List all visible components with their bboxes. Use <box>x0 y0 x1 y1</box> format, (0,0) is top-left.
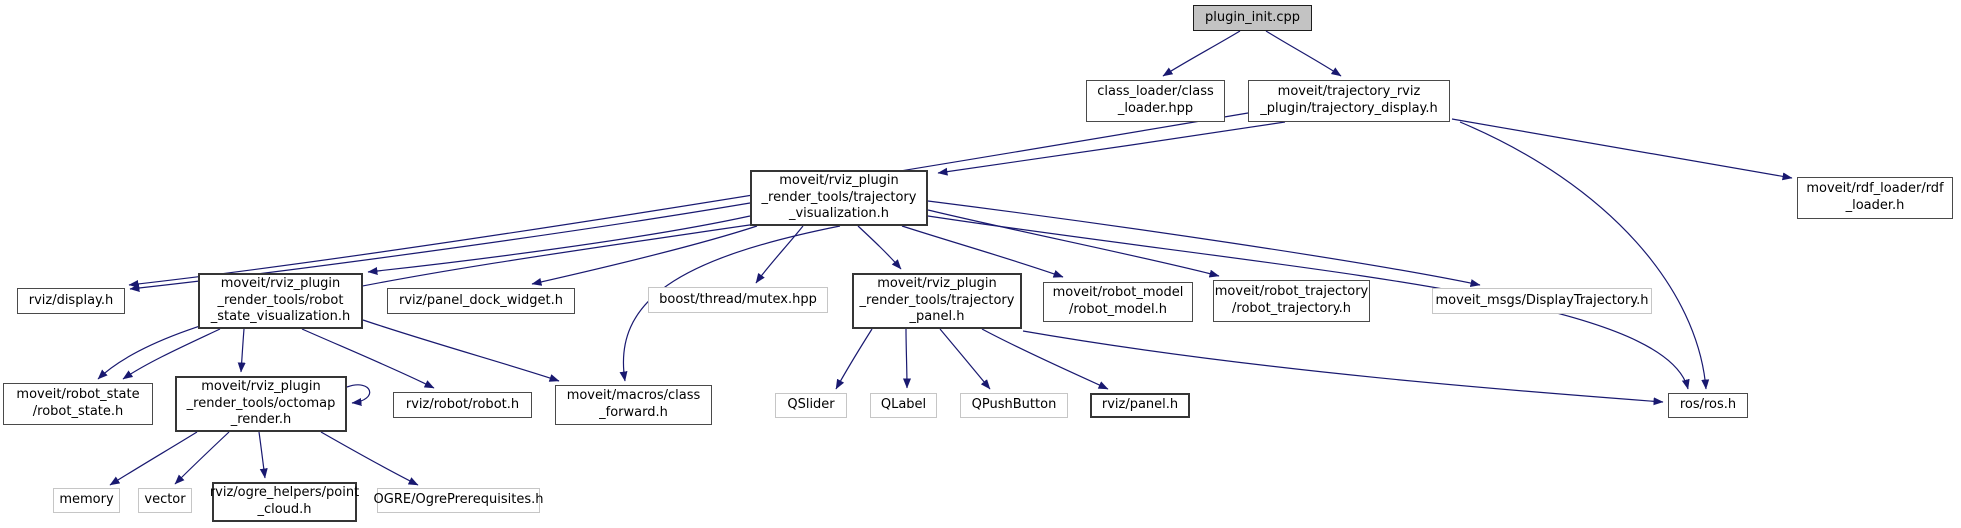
edge-traj_vis-to-class_forward <box>619 225 841 382</box>
edge-traj_panel-to-qlabel <box>902 328 911 389</box>
edge-rsv-to-rviz_robot <box>301 328 435 389</box>
node-traj-panel[interactable]: moveit/rviz_plugin _render_tools/traject… <box>852 273 1022 329</box>
node-class-loader[interactable]: class_loader/class _loader.hpp <box>1086 80 1225 122</box>
node-rsv[interactable]: moveit/rviz_plugin _render_tools/robot _… <box>198 273 363 329</box>
edge-traj_display-to-rdf_loader <box>1451 118 1793 181</box>
edge-plugin_init-to-traj_display <box>1265 30 1342 77</box>
edge-traj_panel-to-qslider <box>835 328 873 390</box>
node-ros[interactable]: ros/ros.h <box>1668 393 1748 418</box>
edge-traj_panel-to-qpushbutton <box>939 328 991 390</box>
edge-octomap-to-ogre <box>320 431 419 486</box>
node-robot-traj[interactable]: moveit/robot_trajectory /robot_trajector… <box>1213 280 1370 322</box>
node-qlabel: QLabel <box>870 393 937 418</box>
node-robot-state[interactable]: moveit/robot_state /robot_state.h <box>3 383 153 425</box>
node-mutex: boost/thread/mutex.hpp <box>648 287 828 313</box>
node-rviz-robot[interactable]: rviz/robot/robot.h <box>393 392 532 418</box>
edge-rsv-to-robot_state <box>122 328 221 380</box>
node-robot-model[interactable]: moveit/robot_model /robot_model.h <box>1043 282 1193 322</box>
node-rviz-display[interactable]: rviz/display.h <box>17 288 125 314</box>
edge-traj_vis-to-panel_dock <box>531 225 758 286</box>
edge-octomap-to-vector <box>174 431 230 485</box>
node-display-traj-msg: moveit_msgs/DisplayTrajectory.h <box>1432 288 1652 314</box>
node-octomap[interactable]: moveit/rviz_plugin _render_tools/octomap… <box>175 376 347 432</box>
edge-rsv-to-class_forward <box>362 319 560 382</box>
edge-traj_vis-to-traj_panel <box>857 225 902 270</box>
edge-traj_vis-to-display_traj_msg <box>927 200 1481 287</box>
edge-traj_vis-to-rsv <box>367 215 751 275</box>
node-point-cloud[interactable]: rviz/ogre_helpers/point _cloud.h <box>210 482 359 522</box>
edge-traj_vis-to-robot_model <box>901 225 1064 278</box>
node-vector: vector <box>138 488 192 513</box>
edge-traj_display-to-traj_vis <box>937 121 1286 176</box>
edge-octomap-to-point_cloud <box>258 431 268 479</box>
node-rdf-loader[interactable]: moveit/rdf_loader/rdf _loader.h <box>1797 177 1953 219</box>
edge-traj_vis-to-mutex <box>755 225 804 284</box>
edge-traj_display-to-ros <box>1459 121 1710 390</box>
edge-traj_display-to-rviz_display <box>128 112 1249 288</box>
edge-traj_panel-to-ros <box>1022 330 1664 406</box>
node-rviz-panel[interactable]: rviz/panel.h <box>1090 393 1190 418</box>
node-qslider: QSlider <box>775 393 847 418</box>
node-panel-dock[interactable]: rviz/panel_dock_widget.h <box>387 288 575 314</box>
edge-rsv-to-octomap <box>237 328 246 373</box>
edge-octomap-to-memory <box>109 431 198 486</box>
node-memory: memory <box>53 488 120 513</box>
node-ogre: OGRE/OgrePrerequisites.h <box>374 488 543 513</box>
edge-traj_vis-to-robot_traj <box>927 209 1220 278</box>
node-plugin-init: plugin_init.cpp <box>1193 5 1312 31</box>
node-traj-vis[interactable]: moveit/rviz_plugin _render_tools/traject… <box>750 170 928 226</box>
edge-octomap-to-octomap <box>346 384 371 406</box>
node-qpushbutton: QPushButton <box>960 393 1068 418</box>
edge-traj_panel-to-rviz_panel <box>981 328 1109 390</box>
edge-plugin_init-to-class_loader <box>1162 30 1241 77</box>
node-class-forward[interactable]: moveit/macros/class _forward.h <box>555 385 712 425</box>
node-traj-display[interactable]: moveit/trajectory_rviz _plugin/trajector… <box>1248 80 1450 122</box>
